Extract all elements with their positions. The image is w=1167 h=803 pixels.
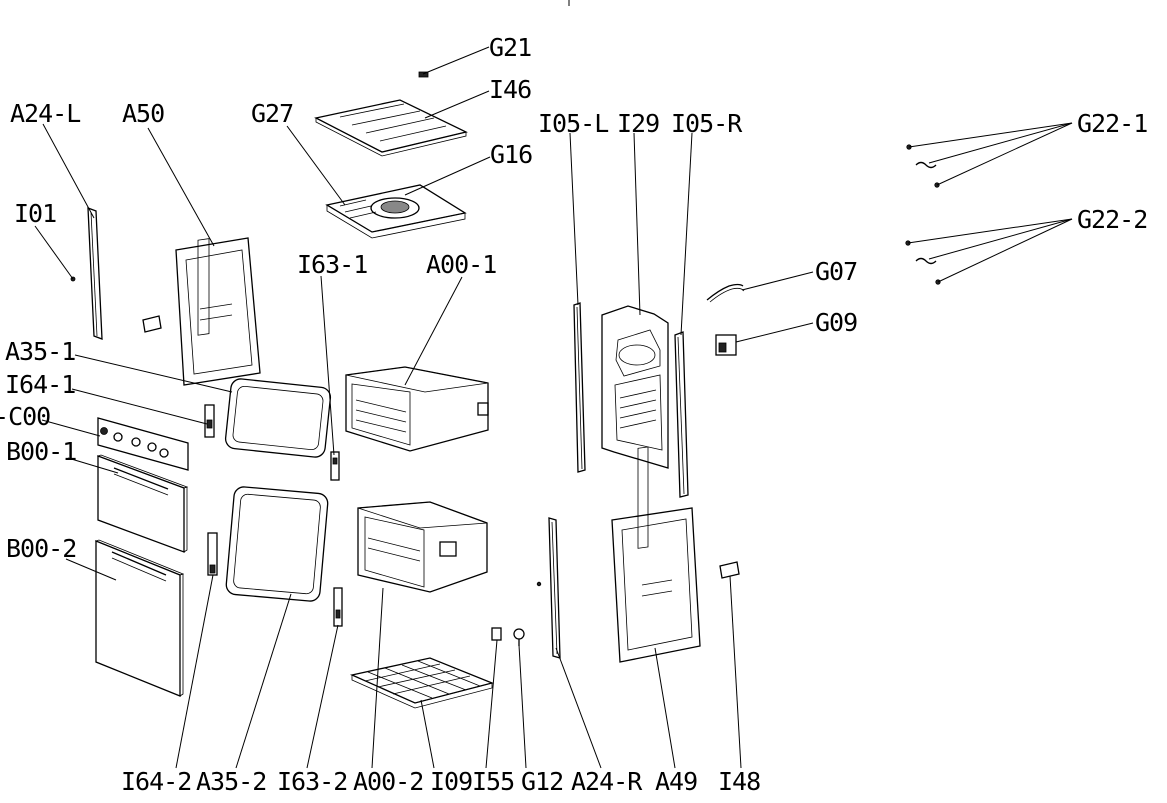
part-a24-r [548,517,561,659]
part-i29 [601,305,669,469]
label-g22-1: G22-1 [1077,109,1147,138]
part-g09 [715,334,737,356]
label-a35-1: A35-1 [5,337,75,366]
label-i55: I55 [472,767,514,796]
label-a24-l: A24-L [10,99,80,128]
label-b00-1: B00-1 [6,437,76,466]
label-a49: A49 [655,767,697,796]
part-i09 [349,657,495,709]
label-i64-2: I64-2 [121,767,191,796]
part-a50 [175,237,261,386]
part-g12 [513,628,525,646]
label-g16: G16 [490,140,532,169]
label-g27: G27 [251,99,293,128]
label-i63-1: I63-1 [297,250,367,279]
part-i63-2 [333,587,343,627]
label-i05-l: I05-L [538,109,608,138]
part-bracket-small [142,315,162,333]
part-a49 [611,446,701,663]
label-g07: G07 [815,257,857,286]
label-i64-1: I64-1 [5,370,75,399]
label-g22-2: G22-2 [1077,205,1147,234]
part-i05-l [573,302,586,473]
part-g21 [418,71,429,78]
part-i64-1 [204,404,215,438]
part-i46 [314,99,468,157]
label-g12: G12 [521,767,563,796]
part-g07 [706,283,745,303]
part-i63-1 [330,451,340,481]
label-a24-r: A24-R [571,767,643,796]
part-a00-1 [345,366,489,452]
part-i55 [491,627,502,641]
label-i05-r: I05-R [671,109,743,138]
label-i63-2: I63-2 [277,767,347,796]
label-a50: A50 [122,99,164,128]
label-c00: -C00 [0,402,50,431]
label-a35-2: A35-2 [196,767,266,796]
label-i29: I29 [617,109,659,138]
part-a00-2 [357,501,488,593]
part-screw-a24r [536,581,542,587]
label-g09: G09 [815,308,857,337]
label-b00-2: B00-2 [6,534,76,563]
part-g22-1 [906,144,940,188]
part-g16-g27 [325,184,467,239]
part-a35-2 [225,486,329,602]
label-a00-1: A00-1 [426,250,496,279]
part-i64-2 [207,532,218,576]
label-i09: I09 [430,767,472,796]
part-i05-r [674,331,689,498]
part-b00-2 [94,539,185,697]
label-i48: I48 [718,767,760,796]
part-a35-1 [224,378,332,458]
label-i01: I01 [14,199,56,228]
part-labels: G21 I46 G16 G27 A24-L A50 I01 I63-1 A00-… [0,33,1148,796]
part-b00-1 [96,454,189,553]
part-c00 [97,417,189,471]
part-a24-l [87,207,103,340]
leader-lines [34,0,1073,769]
part-g22-2 [905,240,941,285]
part-i48 [719,561,740,579]
label-a00-2: A00-2 [353,767,423,796]
label-g21: G21 [489,33,531,62]
label-i46: I46 [489,75,531,104]
